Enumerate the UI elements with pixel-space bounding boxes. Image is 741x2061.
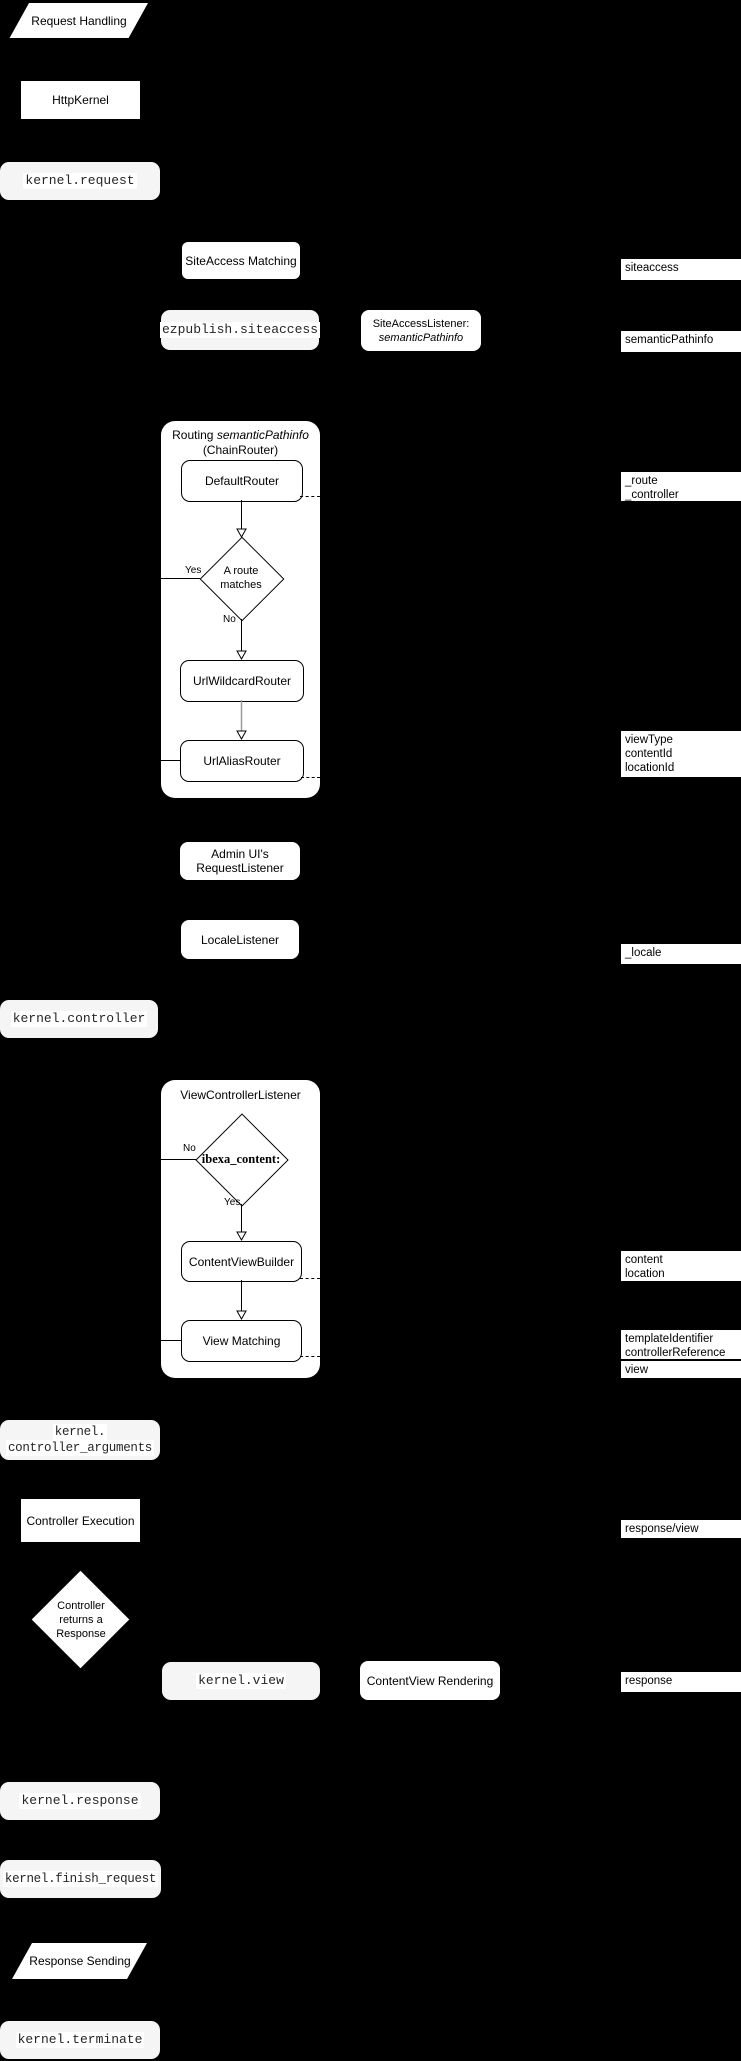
request-handling-label: Request Handling bbox=[31, 13, 127, 28]
kernel-finish-request-label: kernel.finish_request bbox=[2, 1871, 159, 1887]
yes-branch-line bbox=[161, 578, 200, 579]
view-controller-listener-container: ViewControllerListener ibexa_content: No… bbox=[161, 1080, 320, 1378]
view-matching-box: View Matching bbox=[181, 1320, 302, 1362]
param-strip-semantic-pathinfo: semanticPathinfo bbox=[621, 331, 741, 352]
kernel-view-label: kernel.view bbox=[196, 1673, 286, 1689]
no-branch-label: No bbox=[183, 1143, 196, 1154]
no-branch-label: No bbox=[223, 614, 236, 625]
param-strip-siteaccess: siteaccess bbox=[621, 259, 741, 280]
arrow-down-icon bbox=[236, 619, 247, 660]
kernel-controller-label: kernel.controller bbox=[10, 1011, 148, 1027]
ezpublish-siteaccess-label: ezpublish.siteaccess bbox=[159, 322, 321, 338]
incoming-line bbox=[161, 760, 180, 761]
param-strip-template-controller-reference: templateIdentifier controllerReference bbox=[621, 1330, 741, 1359]
kernel-request-label: kernel.request bbox=[23, 173, 137, 189]
default-router-box: DefaultRouter bbox=[181, 460, 303, 502]
dashed-connector bbox=[300, 496, 320, 497]
no-branch-line bbox=[161, 1159, 196, 1160]
contentview-rendering-box: ContentView Rendering bbox=[360, 1661, 500, 1700]
kernel-finish-request-event-box: kernel.finish_request bbox=[0, 1860, 161, 1898]
kernel-controller-arguments-line1: kernel. bbox=[52, 1424, 108, 1440]
siteaccess-matching-box: SiteAccess Matching bbox=[182, 242, 300, 279]
dashed-connector bbox=[300, 1356, 320, 1357]
yes-branch-label: Yes bbox=[185, 565, 202, 576]
kernel-controller-arguments-line2: controller_arguments bbox=[5, 1440, 155, 1456]
content-view-builder-box: ContentViewBuilder bbox=[181, 1241, 302, 1282]
url-wildcard-router-box: UrlWildcardRouter bbox=[180, 660, 304, 702]
param-strip-view: view bbox=[621, 1361, 741, 1378]
kernel-response-event-box: kernel.response bbox=[0, 1782, 160, 1820]
ibexa-content-text: ibexa_content: bbox=[201, 1152, 281, 1166]
routing-container-title: Routing semanticPathinfo (ChainRouter) bbox=[172, 428, 309, 457]
dashed-connector bbox=[301, 777, 320, 778]
controller-execution-box: Controller Execution bbox=[21, 1499, 140, 1542]
response-sending-label: Response Sending bbox=[29, 1954, 131, 1968]
contentview-rendering-label: ContentView Rendering bbox=[366, 1673, 494, 1688]
route-matches-text: A route matches bbox=[220, 565, 262, 591]
siteaccess-listener-title: SiteAccessListener: bbox=[372, 317, 470, 330]
url-alias-router-box: UrlAliasRouter bbox=[180, 740, 304, 782]
kernel-terminate-label: kernel.terminate bbox=[15, 2032, 145, 2048]
kernel-controller-event-box: kernel.controller bbox=[0, 1000, 158, 1038]
param-strip-response-view: response/view bbox=[621, 1520, 741, 1538]
arrow-down-icon bbox=[236, 1204, 247, 1241]
admin-ui-request-listener-box: Admin UI's RequestListener bbox=[180, 842, 300, 880]
siteaccess-matching-label: SiteAccess Matching bbox=[185, 253, 297, 268]
kernel-response-label: kernel.response bbox=[19, 1793, 141, 1809]
http-kernel-box: HttpKernel bbox=[21, 81, 140, 119]
arrow-down-icon bbox=[236, 700, 247, 740]
incoming-line bbox=[161, 1340, 181, 1341]
kernel-request-event-box: kernel.request bbox=[0, 162, 160, 200]
controller-returns-response-text: Controller returns a Response bbox=[56, 1600, 106, 1640]
siteaccess-listener-box: SiteAccessListener: semanticPathinfo bbox=[361, 310, 481, 351]
view-controller-listener-title: ViewControllerListener bbox=[180, 1088, 301, 1102]
arrow-down-icon bbox=[236, 1280, 247, 1320]
yes-branch-label: Yes bbox=[224, 1197, 241, 1208]
param-strip-response: response bbox=[621, 1672, 741, 1692]
siteaccess-listener-value: semanticPathinfo bbox=[378, 331, 464, 344]
http-kernel-label: HttpKernel bbox=[52, 93, 109, 107]
param-strip-locale: _locale bbox=[621, 944, 741, 964]
kernel-terminate-event-box: kernel.terminate bbox=[0, 2021, 160, 2059]
param-strip-route-controller: _route _controller bbox=[621, 472, 741, 501]
routing-container: Routing semanticPathinfo (ChainRouter) D… bbox=[161, 421, 320, 798]
ezpublish-siteaccess-event-box: ezpublish.siteaccess bbox=[159, 310, 321, 350]
controller-execution-label: Controller Execution bbox=[26, 1513, 135, 1528]
param-strip-content-location: content location bbox=[621, 1251, 741, 1281]
dashed-connector bbox=[300, 1278, 320, 1279]
kernel-view-event-box: kernel.view bbox=[162, 1662, 320, 1700]
kernel-controller-arguments-event-box: kernel. controller_arguments bbox=[0, 1420, 160, 1460]
locale-listener-box: LocaleListener bbox=[181, 920, 299, 959]
arrow-down-icon bbox=[236, 500, 247, 538]
param-strip-viewtype-contentid-locationid: viewType contentId locationId bbox=[621, 731, 741, 777]
